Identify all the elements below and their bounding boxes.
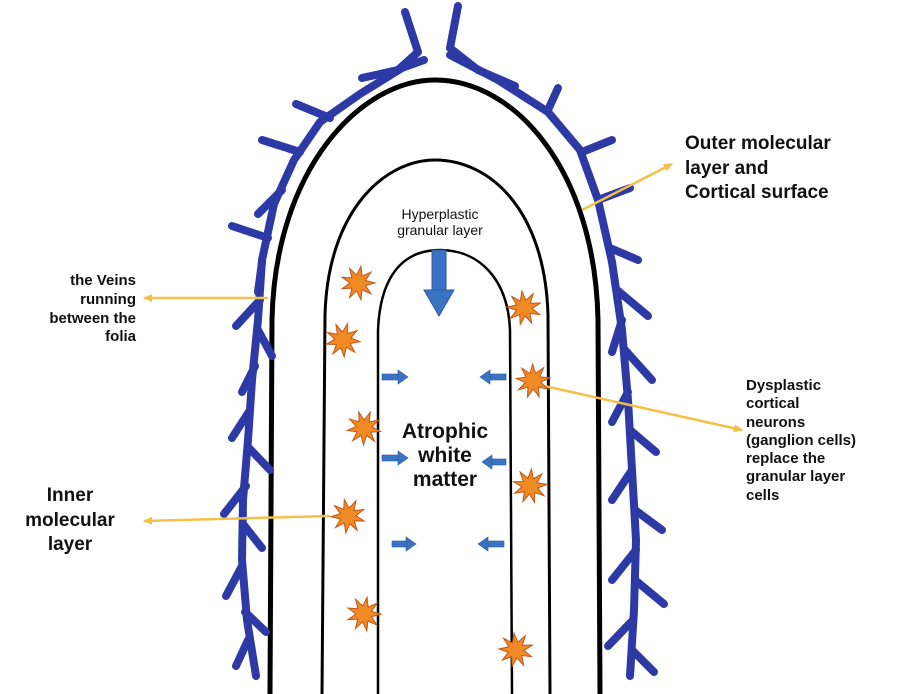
label-dysplastic-cortical-neurons: Dysplastic cortical neurons (ganglion ce…	[746, 377, 856, 505]
starburst-icon	[327, 324, 360, 357]
hyperplastic-arrow-icon	[424, 250, 454, 316]
starburst-icon	[499, 633, 532, 666]
label-hyperplastic-granular-layer: Hyperplastic granular layer	[355, 207, 525, 238]
arrow-icon	[480, 370, 506, 384]
callout-arrow-inner	[144, 516, 330, 521]
label-inner-molecular-layer: Inner molecular layer	[0, 484, 140, 558]
arrow-icon	[478, 537, 504, 551]
starburst-icon	[342, 266, 375, 299]
label-outer-molecular-layer: Outer molecular layer and Cortical surfa…	[685, 132, 831, 206]
starburst-icon	[347, 412, 380, 445]
label-veins: the Veins running between the folia	[0, 272, 136, 347]
starburst-icon	[514, 469, 547, 502]
starburst-icon	[507, 291, 540, 325]
label-atrophic-white-matter: Atrophic white matter	[385, 420, 505, 492]
arrow-icon	[382, 370, 408, 384]
starburst-icon	[348, 597, 381, 631]
callout-arrow-dysplastic	[540, 385, 742, 430]
arrow-icon	[392, 537, 416, 551]
starburst-icon	[516, 364, 550, 397]
starburst-icon	[331, 499, 364, 533]
